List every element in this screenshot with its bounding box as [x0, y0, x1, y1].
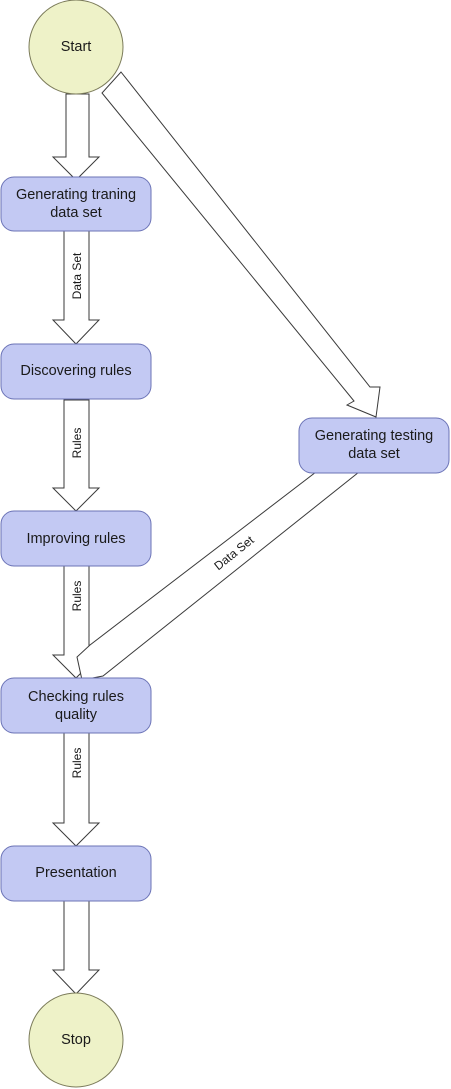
- edge-label-training-discovering: Data Set: [70, 252, 84, 299]
- generating-testing-label-line2: data set: [348, 446, 400, 462]
- improving-rules-label: Improving rules: [26, 531, 125, 547]
- arrow-checking-to-presentation: [51, 732, 101, 847]
- node-start: Start: [28, 0, 124, 95]
- discovering-rules-box: [0, 343, 152, 400]
- generating-training-label-line2: data set: [50, 205, 102, 221]
- arrow-training-to-discovering: [51, 230, 101, 345]
- checking-quality-label-line1: Checking rules: [28, 689, 124, 705]
- arrow-discovering-to-improving: [51, 399, 101, 512]
- arrow-start-to-testing: [101, 71, 381, 418]
- stop-circle: [28, 992, 124, 1088]
- node-improving-rules: Improving rules: [0, 510, 152, 567]
- generating-training-box: [0, 176, 152, 232]
- node-generating-testing: Generating testing data set: [298, 417, 450, 474]
- node-discovering-rules: Discovering rules: [0, 343, 152, 400]
- edge-label-checking-presentation: Rules: [70, 748, 84, 779]
- arrow-presentation-to-stop: [51, 900, 101, 995]
- edge-label-discovering-improving: Rules: [70, 428, 84, 459]
- stop-label: Stop: [61, 1032, 91, 1048]
- improving-rules-box: [0, 510, 152, 567]
- checking-quality-box: [0, 677, 152, 734]
- arrow-start-to-training: [51, 93, 101, 181]
- arrows: [51, 71, 381, 995]
- node-checking-quality: Checking rules quality: [0, 677, 152, 734]
- presentation-label: Presentation: [35, 865, 116, 881]
- node-stop: Stop: [28, 992, 124, 1088]
- generating-training-label-line1: Generating traning: [16, 187, 136, 203]
- presentation-box: [0, 845, 152, 902]
- discovering-rules-label: Discovering rules: [20, 363, 131, 379]
- checking-quality-label-line2: quality: [55, 707, 98, 723]
- generating-testing-box: [298, 417, 450, 474]
- node-generating-training: Generating traning data set: [0, 176, 152, 232]
- start-circle: [28, 0, 124, 95]
- start-label: Start: [61, 39, 92, 55]
- generating-testing-label-line1: Generating testing: [315, 428, 434, 444]
- node-presentation: Presentation: [0, 845, 152, 902]
- edge-label-improving-checking: Rules: [70, 581, 84, 612]
- arrow-testing-to-checking: [76, 471, 361, 681]
